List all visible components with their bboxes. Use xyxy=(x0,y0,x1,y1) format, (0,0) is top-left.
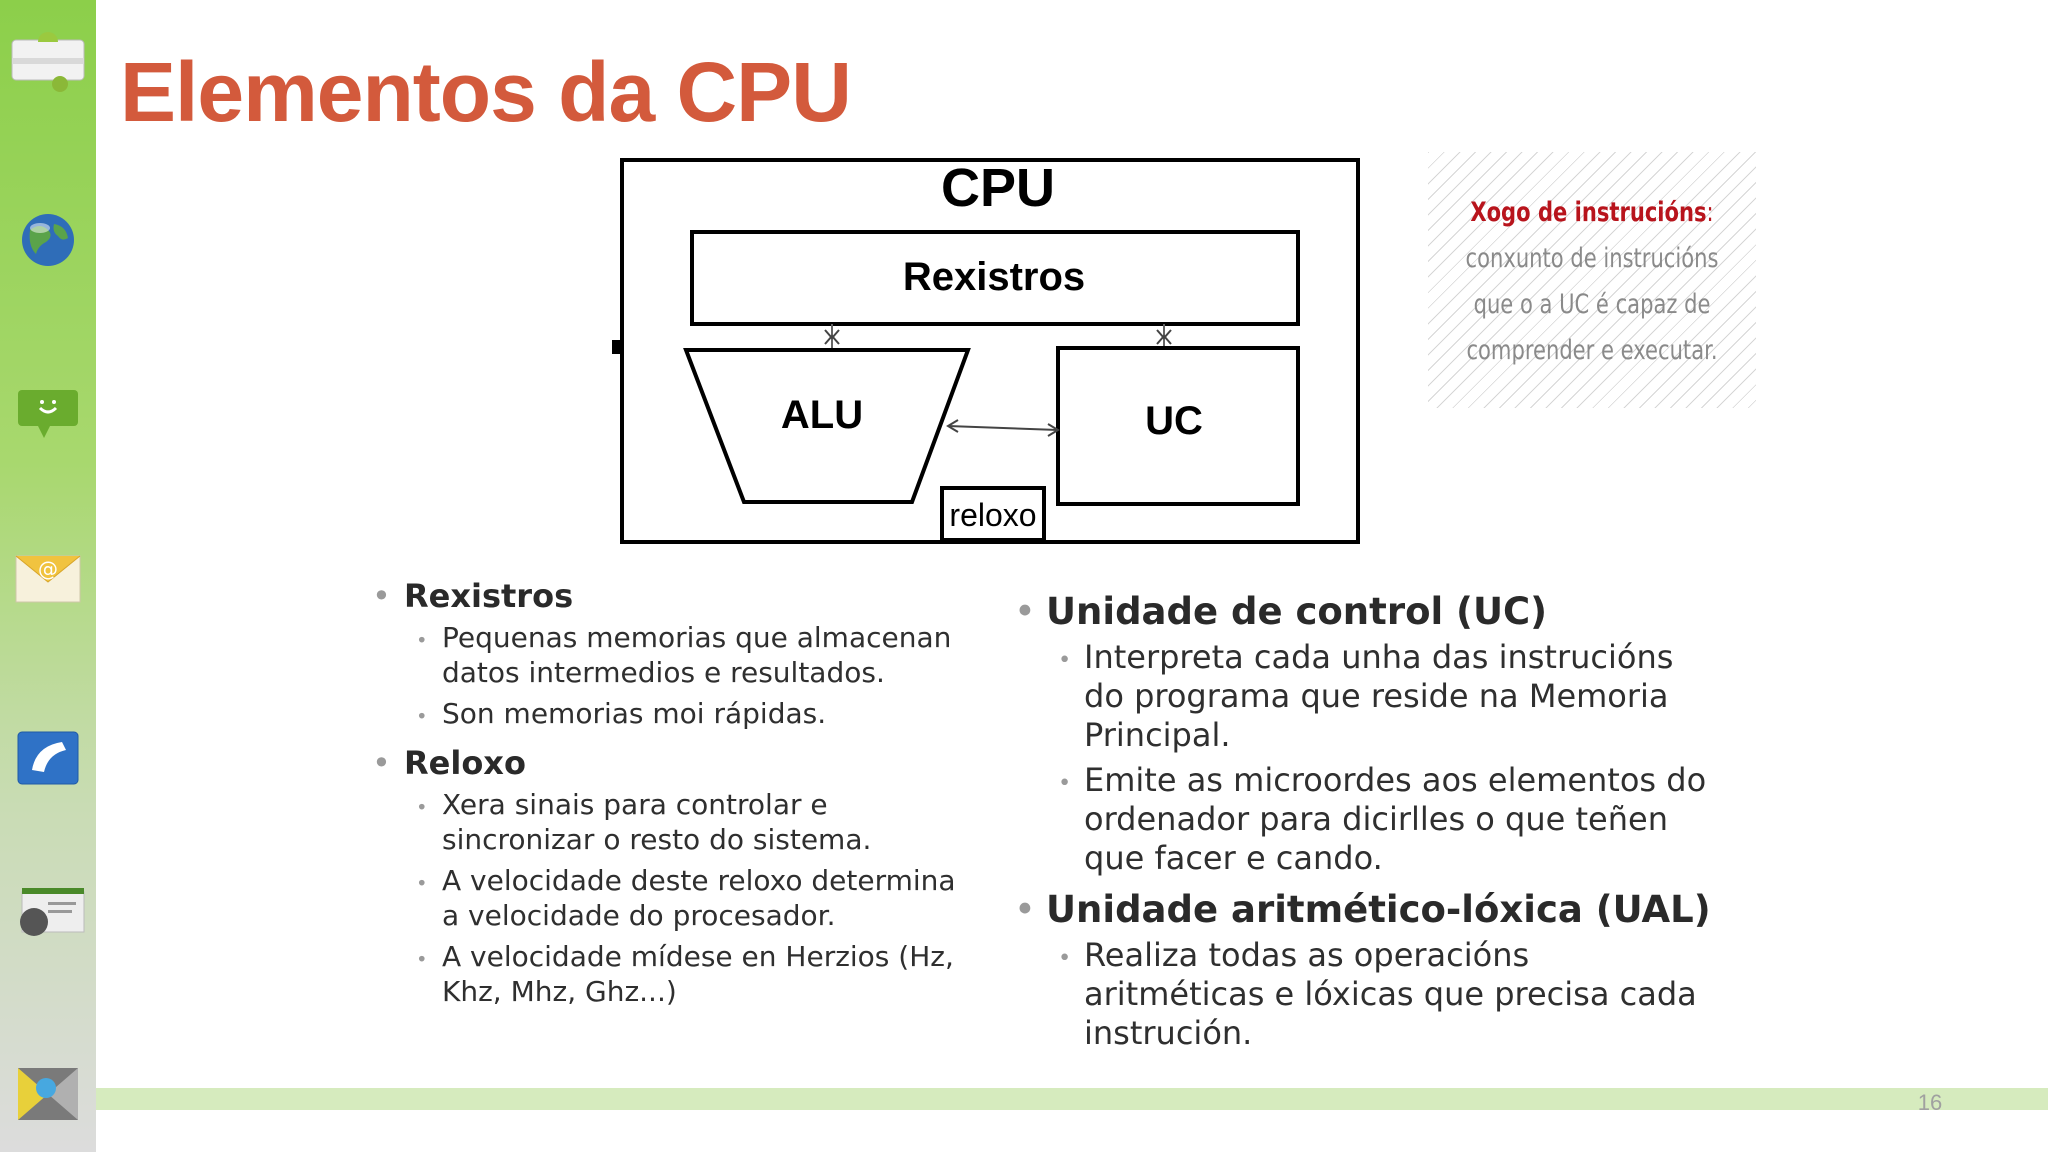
registers-box xyxy=(690,230,1300,326)
bullet-dot-icon: • xyxy=(1058,945,1072,972)
bullet-dot-icon: • xyxy=(1058,647,1072,674)
sub-bullet: • Emite as microordes aos elementos do or… xyxy=(1014,761,1714,878)
alu-label: ALU xyxy=(781,393,863,437)
sub-bullet: • Interpreta cada unha das instrucións do… xyxy=(1014,638,1714,755)
sub-bullet: • Son memorias moi rápidas. xyxy=(372,696,972,731)
cpu-connector xyxy=(612,340,622,354)
sub-bullet: • Realiza todas as operacións aritméticas… xyxy=(1014,936,1714,1053)
bullet-dot-icon: • xyxy=(416,795,428,819)
definition-line-2: que o a UC é capaz de xyxy=(1473,289,1711,320)
definition-box: Xogo de instrucións: conxunto de instruc… xyxy=(1428,152,1756,408)
bullet-dot-icon: • xyxy=(372,577,391,615)
chat-bubble-icon xyxy=(18,390,78,438)
sidebar: @ xyxy=(0,0,96,1152)
sub-bullet-text: A velocidade mídese en Herzios (Hz, Khz,… xyxy=(442,940,954,1008)
bullet-dot-icon: • xyxy=(1014,590,1036,633)
sub-bullet-text: A velocidade deste reloxo determina a ve… xyxy=(442,864,956,932)
definition-line-1: conxunto de instrucións xyxy=(1465,243,1719,274)
bullet-rexistros: • Rexistros xyxy=(372,572,972,620)
bullet-reloxo: • Reloxo xyxy=(372,739,972,787)
left-bullet-column: • Rexistros • Pequenas memorias que almace… xyxy=(372,572,972,1015)
sub-bullet-text: Emite as microordes aos elementos do ord… xyxy=(1084,761,1707,877)
definition-term: Xogo de instrucións xyxy=(1470,197,1707,228)
globe-icon xyxy=(22,214,74,266)
sub-bullet-text: Xera sinais para controlar e sincronizar… xyxy=(442,788,872,856)
cpu-diagram: CPU Rexistros ALU UC reloxo xyxy=(612,158,1360,544)
sub-bullet: • Xera sinais para controlar e sincroniza… xyxy=(372,787,972,857)
bullet-heading: Unidade de control (UC) xyxy=(1046,590,1548,633)
sub-bullet-text: Pequenas memorias que almacenan datos in… xyxy=(442,621,952,689)
bullet-heading: Rexistros xyxy=(404,577,574,615)
right-bullet-column: •Unidade de control (UC) •Interpreta cad… xyxy=(1014,586,1714,1059)
sub-bullet: • Pequenas memorias que almacenan datos i… xyxy=(372,620,972,690)
bullet-dot-icon: • xyxy=(416,947,428,971)
bullet-dot-icon: • xyxy=(372,744,391,782)
bullet-dot-icon: • xyxy=(416,628,428,652)
alu-uc-link xyxy=(947,425,1059,431)
bullet-ual: •Unidade aritmético-lóxica (UAL) xyxy=(1014,884,1714,936)
bullet-dot-icon: • xyxy=(416,704,428,728)
registers-label: Rexistros xyxy=(903,255,1085,299)
bullet-dot-icon: • xyxy=(1014,888,1036,931)
svg-text:@: @ xyxy=(38,557,58,581)
bullet-dot-icon: • xyxy=(416,871,428,895)
sub-bullet-text: Interpreta cada unha das instrucións do … xyxy=(1084,638,1674,754)
phone-icon xyxy=(17,731,79,785)
uc-label: UC xyxy=(1145,399,1203,443)
clock-label: reloxo xyxy=(949,497,1036,533)
clock-box xyxy=(940,486,1046,542)
email-icon: @ xyxy=(15,555,81,603)
bullet-heading: Unidade aritmético-lóxica (UAL) xyxy=(1046,888,1711,931)
gallery-icon xyxy=(18,1068,78,1120)
alu-shape xyxy=(683,348,971,504)
slide-title: Elementos da CPU xyxy=(120,45,852,139)
sub-bullet: • A velocidade mídese en Herzios (Hz, Khz… xyxy=(372,939,972,1009)
android-market-icon xyxy=(11,32,85,92)
cpu-label: CPU xyxy=(941,158,1055,218)
uc-box xyxy=(1056,346,1300,506)
bullet-dot-icon: • xyxy=(1058,770,1072,797)
sub-bullet-text: Realiza todas as operacións aritméticas … xyxy=(1084,936,1697,1052)
alu-bus-arrows xyxy=(824,329,840,345)
footer-band xyxy=(96,1088,2048,1110)
sub-bullet: • A velocidade deste reloxo determina a v… xyxy=(372,863,972,933)
sub-bullet-text: Son memorias moi rápidas. xyxy=(442,697,827,730)
definition-line-3: comprender e executar. xyxy=(1466,335,1718,366)
uc-bus-arrows xyxy=(1156,329,1172,345)
definition-term-line: Xogo de instrucións: xyxy=(1464,190,1720,236)
bullet-heading: Reloxo xyxy=(404,744,526,782)
definition-colon: : xyxy=(1706,197,1714,228)
slide-number: 16 xyxy=(1917,1090,1943,1115)
bullet-uc: •Unidade de control (UC) xyxy=(1014,586,1714,638)
android-phone-icon xyxy=(20,888,85,936)
alu-uc-arrows xyxy=(946,419,1060,437)
